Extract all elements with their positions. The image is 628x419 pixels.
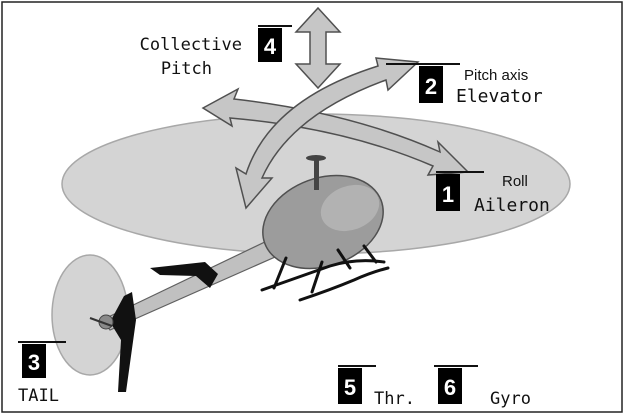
throttle-label: Thr.	[374, 389, 415, 409]
badge-6-number: 6	[444, 375, 456, 400]
badge-5-number: 5	[344, 375, 356, 400]
collective-label: Collective	[140, 35, 242, 55]
badge-4-number: 4	[264, 34, 277, 59]
pitch-label: Pitch	[161, 59, 212, 79]
roll-label: Roll	[502, 173, 528, 190]
rotor-mast	[314, 160, 319, 190]
badge-1-number: 1	[442, 182, 454, 207]
aileron-label: Aileron	[474, 195, 550, 216]
elevator-label: Elevator	[456, 86, 543, 107]
gyro-label: Gyro	[490, 389, 531, 409]
rotor-head	[306, 155, 326, 161]
tail-label: TAIL	[18, 386, 59, 406]
badge-3-number: 3	[28, 350, 40, 375]
pitch-axis-label: Pitch axis	[464, 67, 528, 84]
badge-2-number: 2	[425, 74, 437, 99]
